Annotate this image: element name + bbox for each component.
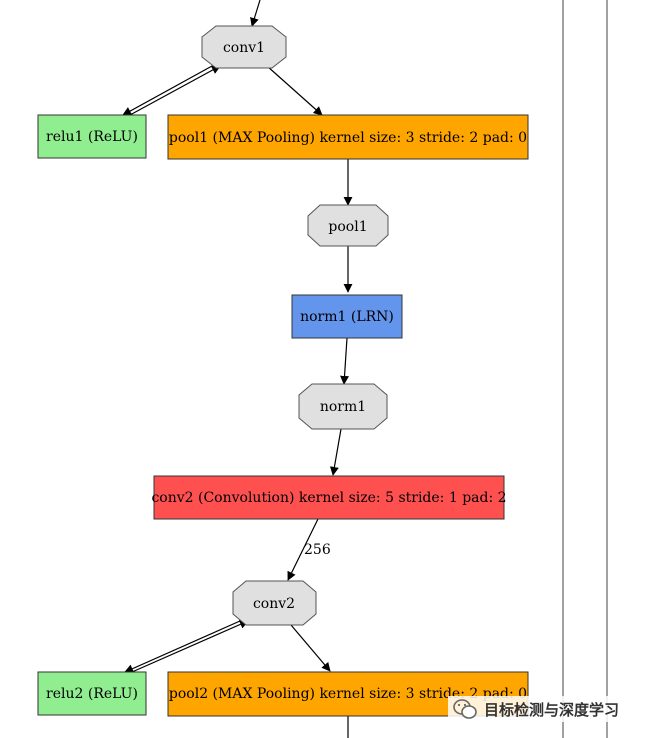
- edge-conv1-to-pool1: [266, 65, 323, 116]
- pool1-blob-label: pool1: [328, 219, 367, 235]
- wechat-icon: [453, 699, 477, 719]
- conv2-layer-label: conv2 (Convolution) kernel size: 5 strid…: [151, 490, 506, 506]
- relu2-label: relu2 (ReLU): [46, 686, 138, 702]
- watermark: 目标检测与深度学习: [448, 696, 638, 722]
- norm1-blob-label: norm1: [320, 399, 366, 415]
- pool1-layer-node[interactable]: pool1 (MAX Pooling) kernel size: 3 strid…: [167, 114, 529, 160]
- edge-norm1-to-norm1blob: [340, 337, 350, 385]
- edge-label-256: 256: [304, 542, 331, 558]
- edge-relu2-to-conv2blob: [131, 620, 249, 673]
- norm1-blob[interactable]: norm1: [298, 383, 388, 430]
- norm1-layer-label: norm1 (LRN): [300, 309, 394, 325]
- conv1-blob-label: conv1: [223, 40, 265, 56]
- conv2-layer-node[interactable]: conv2 (Convolution) kernel size: 5 strid…: [151, 475, 507, 520]
- conv1-blob[interactable]: conv1: [201, 25, 287, 69]
- edges: [122, 0, 353, 738]
- pool2-layer-label: pool2 (MAX Pooling) kernel size: 3 strid…: [169, 686, 527, 702]
- conv2-blob[interactable]: conv2: [232, 580, 317, 626]
- edge-conv2blob-to-relu2: [124, 620, 241, 673]
- watermark-text: 目标检测与深度学习: [484, 701, 619, 719]
- edge-input-to-conv1: [250, 0, 261, 27]
- norm1-layer-node[interactable]: norm1 (LRN): [291, 294, 403, 339]
- pool1-blob[interactable]: pool1: [307, 204, 389, 247]
- pool1-layer-label: pool1 (MAX Pooling) kernel size: 3 strid…: [169, 130, 527, 146]
- relu1-node[interactable]: relu1 (ReLU): [37, 114, 147, 159]
- edge-norm1blob-to-conv2: [329, 428, 342, 476]
- relu1-label: relu1 (ReLU): [46, 129, 138, 145]
- edge-relu1-to-conv1: [129, 65, 221, 116]
- edge-conv1-to-relu1: [122, 65, 213, 116]
- relu2-node[interactable]: relu2 (ReLU): [37, 671, 147, 716]
- conv2-blob-label: conv2: [253, 596, 295, 612]
- edge-conv2blob-to-pool2: [290, 624, 331, 672]
- edge-conv2-to-conv2blob: [287, 518, 319, 581]
